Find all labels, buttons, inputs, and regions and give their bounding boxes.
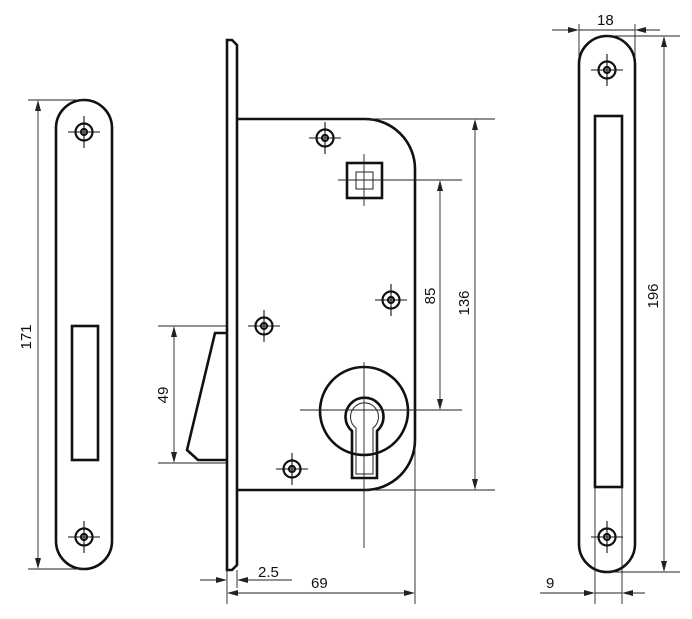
lock-body-side-view: [185, 38, 462, 572]
dimension-left-plate-height: 171: [18, 99, 84, 570]
dimension-label-69: 69: [311, 575, 328, 592]
dimension-right-plate-width: 18: [552, 12, 660, 60]
dimension-faceplate-and-backset: 2.5 69: [200, 440, 416, 604]
lock-body-screw-hole-1: [307, 120, 343, 156]
dimension-body-height: 136: [365, 118, 495, 491]
lock-body-screw-hole-4: [274, 451, 310, 487]
lock-body-screw-hole-2: [373, 282, 409, 318]
right-plate-top-screw-hole: [589, 52, 625, 88]
cylinder-hole: [300, 362, 462, 548]
dimension-label-9: 9: [546, 575, 554, 592]
dimension-label-196: 196: [645, 283, 662, 308]
dimension-spindle-to-cylinder: 85: [422, 180, 443, 410]
right-plate-bottom-screw-hole: [589, 519, 625, 555]
lock-faceplate: [225, 38, 239, 572]
left-plate-bottom-screw-hole: [66, 519, 102, 555]
lock-case: [237, 117, 417, 492]
dimension-right-slot-offset: 9: [540, 487, 645, 604]
latch-bolt: [185, 331, 226, 462]
dimension-label-171: 171: [18, 324, 35, 349]
left-plate-top-screw-hole: [66, 114, 102, 150]
dimension-label-85: 85: [422, 288, 439, 305]
dimension-latch-height: 49: [155, 325, 226, 464]
spindle-square-hole: [338, 154, 462, 206]
left-strike-plate: [54, 98, 114, 571]
lock-body-screw-hole-3: [246, 308, 282, 344]
right-face-plate: [577, 34, 637, 574]
right-plate-slot: [593, 114, 624, 489]
dimension-label-2-5: 2.5: [258, 564, 279, 581]
dimension-label-136: 136: [456, 290, 473, 315]
left-plate-slot: [70, 324, 100, 462]
dimension-label-18: 18: [597, 12, 614, 29]
dimension-right-plate-height: 196: [607, 35, 680, 573]
dimension-label-49: 49: [155, 387, 172, 404]
